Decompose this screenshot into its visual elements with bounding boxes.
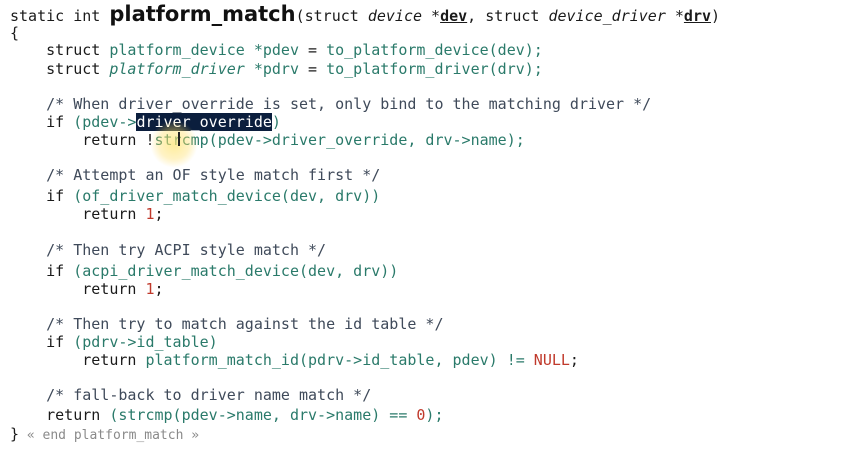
selected-text[interactable]: driver_override: [136, 113, 272, 131]
function-signature-line: static int platform_match(struct device …: [10, 2, 721, 26]
code-line-if-acpi: if (acpi_driver_match_device(dev, drv)): [10, 262, 399, 280]
code-line-pdrv-decl: struct platform_driver *pdrv = to_platfo…: [10, 60, 543, 78]
close-brace-line: } « end platform_match »: [10, 425, 200, 443]
comment-line: /* Then try to match against the id tabl…: [10, 315, 444, 333]
code-line-if-of: if (of_driver_match_device(dev, drv)): [10, 187, 381, 205]
comment-line: /* When driver_override is set, only bin…: [10, 95, 652, 113]
fold-end-marker[interactable]: « end platform_match »: [19, 428, 200, 443]
param-drv: drv: [683, 7, 712, 25]
code-line-return-match-id: return platform_match_id(pdrv->id_table,…: [10, 351, 579, 369]
comment-line: /* Attempt an OF style match first */: [10, 166, 381, 184]
code-line-pdev-decl: struct platform_device *pdev = to_platfo…: [10, 41, 543, 59]
comment-line: /* fall-back to driver name match */: [10, 386, 372, 404]
function-name: platform_match: [109, 2, 296, 26]
code-line-return-1: return 1;: [10, 205, 164, 223]
code-line-return-1: return 1;: [10, 280, 164, 298]
code-line-return-strcmp: return !strcmp(pdev->driver_override, dr…: [10, 131, 525, 149]
comment-line: /* Then try ACPI style match */: [10, 241, 327, 259]
code-line-return-name-match: return (strcmp(pdev->name, drv->name) ==…: [10, 406, 444, 424]
open-brace-line: {: [10, 24, 20, 42]
code-line-if-id-table: if (pdrv->id_table): [10, 333, 218, 351]
code-line-if-override: if (pdev->driver_override): [10, 113, 281, 131]
param-dev: dev: [440, 7, 468, 25]
